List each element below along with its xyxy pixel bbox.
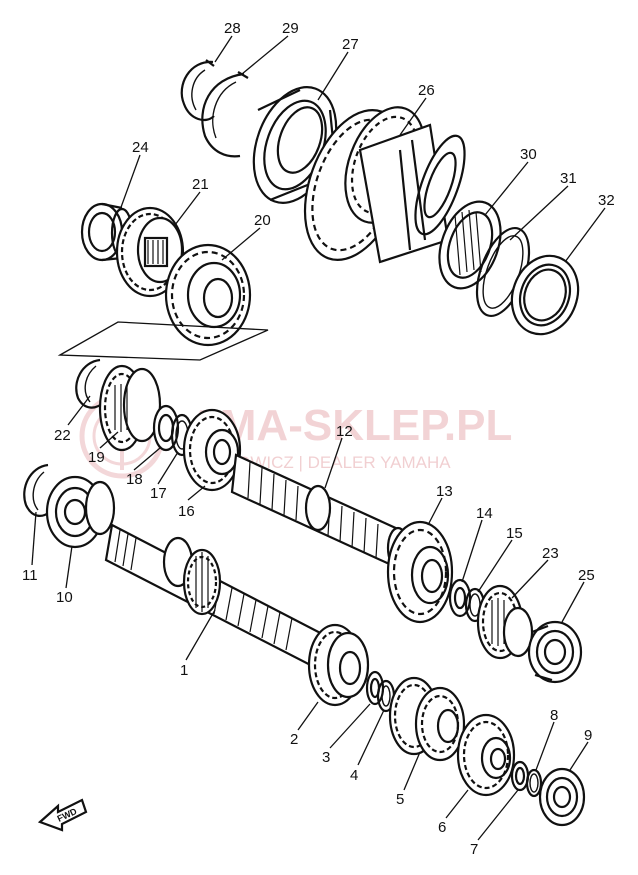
callout-11: 11 [22,567,38,584]
part-6-gear [456,713,516,797]
callout-17: 17 [150,485,167,502]
callout-26: 26 [418,82,435,99]
part-1-drive-axle [104,523,332,674]
callout-3: 3 [322,749,330,766]
part-18-washer [152,404,180,452]
callout-13: 13 [436,483,453,500]
part-20-gear [164,243,252,347]
callout-32: 32 [598,192,615,209]
callout-4: 4 [350,767,358,784]
part-32-oil-seal [510,254,580,336]
part-9-bearing [538,767,586,827]
callout-23: 23 [542,545,559,562]
callout-22: 22 [54,427,71,444]
callout-9: 9 [584,727,592,744]
callout-7: 7 [470,841,478,858]
callout-19: 19 [88,449,105,466]
callout-28: 28 [224,20,241,37]
callout-24: 24 [132,139,149,156]
callout-10: 10 [56,589,73,606]
part-5-gear [388,676,466,762]
callout-30: 30 [520,146,537,163]
fwd-direction-marker: FWD [37,798,88,832]
part-29-circlip [201,71,249,158]
callout-20: 20 [254,212,271,229]
part-16-gear [182,408,242,492]
part-8-circlip [525,768,543,798]
callout-31: 31 [560,170,577,187]
callout-12: 12 [336,423,353,440]
part-7-washer [510,760,530,792]
part-2-gear [307,623,370,707]
part-23-gear [476,584,534,660]
part-10-bearing [45,475,116,549]
leader-lines [31,35,606,841]
callout-25: 25 [578,567,595,584]
arrow-icon [37,798,88,832]
part-19-gear [98,364,162,452]
callout-5: 5 [396,791,404,808]
part-26-gear-hub [303,106,466,264]
part-25-bearing [527,620,583,684]
callout-labels: 28 29 27 26 30 31 32 24 21 20 22 19 18 1… [22,20,615,858]
callout-29: 29 [282,20,299,37]
callout-6: 6 [438,819,446,836]
watermark-title: AMA-SKLEP.PL [188,401,512,450]
callout-16: 16 [178,503,195,520]
part-21-gear [115,206,185,298]
callout-1: 1 [180,662,188,679]
part-28-circlip [180,59,215,122]
callout-8: 8 [550,707,558,724]
callout-15: 15 [506,525,523,542]
callout-18: 18 [126,471,143,488]
part-22-circlip [75,358,105,409]
part-13-gear [386,520,454,624]
part-3-washer [365,670,385,706]
assembly-bracket-line [57,321,269,361]
part-11-circlip [23,463,51,517]
callout-27: 27 [342,36,359,53]
callout-2: 2 [290,731,298,748]
callout-21: 21 [192,176,209,193]
callout-14: 14 [476,505,493,522]
